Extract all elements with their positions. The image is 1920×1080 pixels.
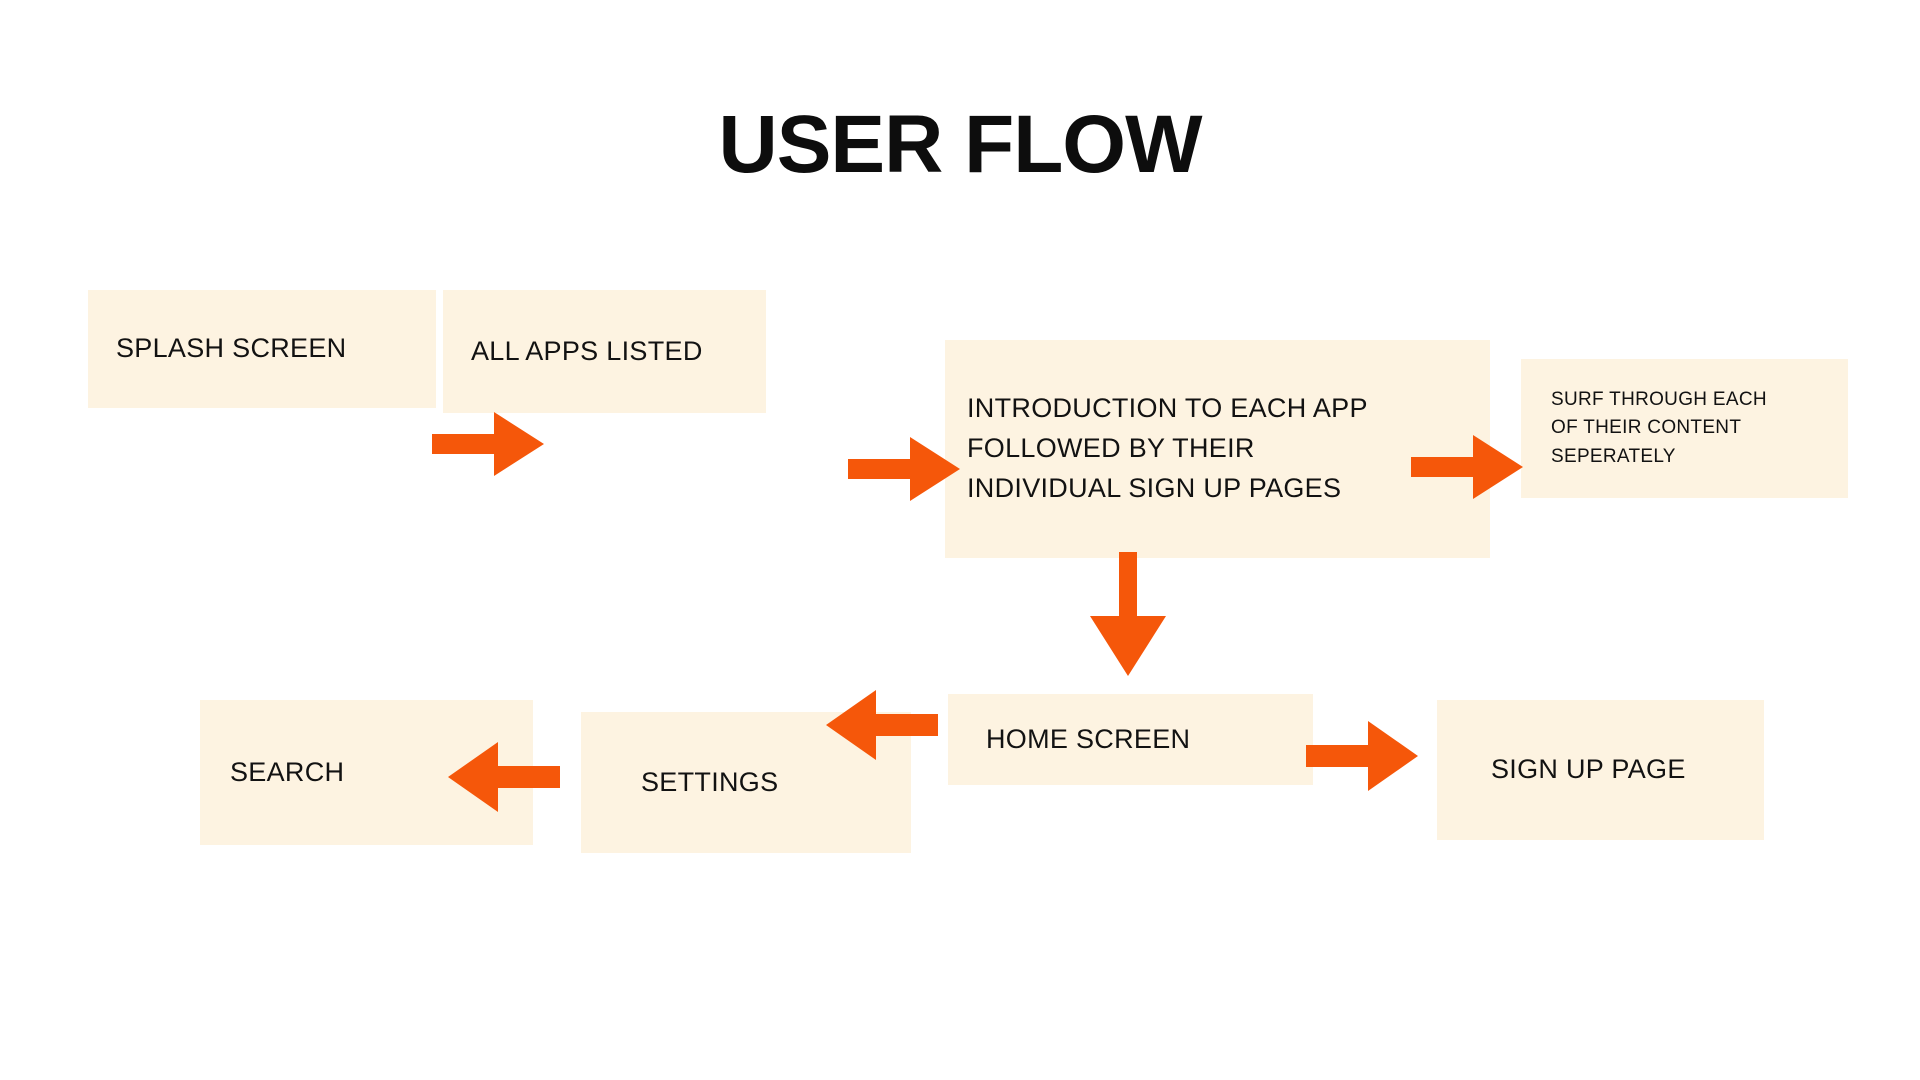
flow-node-label: HOME SCREEN: [986, 723, 1191, 754]
arrow-right-icon-splash-to-all-apps: [432, 412, 544, 476]
flow-node-label: SURF THROUGH EACH OF THEIR CONTENT SEPER…: [1551, 389, 1767, 467]
flow-node-label: SPLASH SCREEN: [116, 333, 347, 364]
flow-node-label: INTRODUCTION TO EACH APP FOLLOWED BY THE…: [967, 393, 1368, 503]
flow-node-label: SETTINGS: [641, 766, 779, 797]
flow-node-surf-through-content[interactable]: SURF THROUGH EACH OF THEIR CONTENT SEPER…: [1521, 359, 1848, 498]
flow-node-sign-up-page[interactable]: SIGN UP PAGE: [1437, 700, 1764, 840]
arrow-right-icon-all-apps-to-introduction: [848, 437, 960, 501]
flow-node-label: ALL APPS LISTED: [471, 335, 703, 366]
page-title: USER FLOW: [718, 99, 1203, 190]
flow-node-home-screen[interactable]: HOME SCREEN: [948, 694, 1313, 785]
flow-node-splash-screen[interactable]: SPLASH SCREEN: [88, 290, 436, 408]
arrow-right-icon-introduction-to-surf-content: [1411, 435, 1523, 499]
flow-node-label: SIGN UP PAGE: [1491, 754, 1686, 785]
flow-node-all-apps-listed[interactable]: ALL APPS LISTED: [443, 290, 766, 413]
arrow-down-icon-introduction-to-home-screen: [1090, 552, 1166, 676]
arrow-left-icon-home-screen-to-settings: [826, 690, 938, 760]
flow-node-introduction-to-each-app[interactable]: INTRODUCTION TO EACH APP FOLLOWED BY THE…: [945, 340, 1490, 558]
flow-node-label: SEARCH: [230, 756, 345, 787]
arrow-left-icon-settings-to-search: [448, 742, 560, 812]
arrow-right-icon-home-screen-to-sign-up-page: [1306, 721, 1418, 791]
